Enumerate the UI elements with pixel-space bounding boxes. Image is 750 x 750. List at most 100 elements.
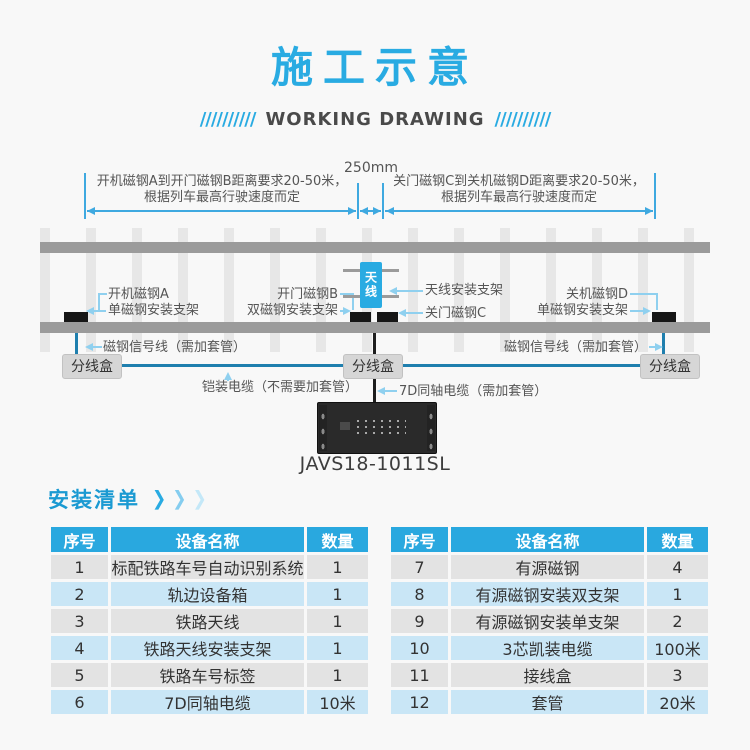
triple-chevron-icon: ❯	[192, 487, 209, 511]
signal-wire-left-label: 磁钢信号线（需加套管）	[103, 340, 247, 355]
cell-qty: 1	[307, 555, 368, 579]
page-title: 施工示意	[270, 43, 479, 92]
dimension-tick	[654, 173, 656, 219]
cell-qty: 1	[307, 663, 368, 687]
note-right-line2: 根据列车最高行驶速度而定	[440, 190, 597, 205]
dimension-label-250mm: 250mm	[344, 160, 398, 176]
cell-name: 有源磁钢安装双支架	[451, 582, 644, 606]
magnet-d-bracket-label: 单磁钢安装支架	[536, 303, 628, 318]
slash-decoration-right: //////////	[494, 109, 552, 130]
table-row: 12 套管 20米	[391, 690, 708, 714]
col-header-qty: 数量	[307, 527, 368, 552]
cell-name: 7D同轴电缆	[111, 690, 304, 714]
pointer-line	[396, 290, 423, 292]
armored-cable-label: 铠装电缆（不需要加套管）	[201, 380, 358, 395]
magnet-c-label: 关门磁钢C	[425, 306, 487, 321]
install-tables: 序号 设备名称 数量 1 标配铁路车号自动识别系统 1 2 轨边设备箱 1 3 …	[48, 524, 708, 717]
triple-chevron-icon: ❯	[152, 487, 169, 511]
pointer-line	[656, 293, 658, 310]
table-row: 8 有源磁钢安装双支架 1	[391, 582, 708, 606]
magnet-b-label: 开门磁钢B	[277, 287, 338, 302]
rail-top	[40, 242, 710, 253]
cell-qty: 3	[647, 663, 708, 687]
antenna-label: 天线	[363, 271, 378, 299]
magnet-d-label: 关机磁钢D	[565, 287, 628, 302]
dimension-line-250mm	[360, 210, 381, 212]
note-right-line1: 关门磁钢C到关机磁钢D距离要求20-50米，	[393, 174, 645, 189]
cell-name: 铁路天线	[111, 609, 304, 633]
cell-name: 标配铁路车号自动识别系统	[111, 555, 304, 579]
pointer-line	[405, 312, 423, 314]
note-left-line1: 开机磁钢A到开门磁钢B距离要求20-50米，	[96, 174, 348, 189]
antenna-bracket-label: 天线安装支架	[425, 283, 504, 298]
pointer-line	[340, 310, 345, 312]
cell-name: 有源磁钢安装单支架	[451, 609, 644, 633]
dimension-line-left	[87, 210, 356, 212]
magnet-a-label: 开机磁钢A	[108, 287, 169, 302]
page-header: 施工示意 ////////// WORKING DRAWING //////////	[0, 34, 750, 130]
signal-wire-right-label: 磁钢信号线（需加套管）	[503, 340, 647, 355]
col-header-seq: 序号	[51, 527, 108, 552]
install-table-right: 序号 设备名称 数量 7 有源磁钢 4 8 有源磁钢安装双支架 1 9 有源磁钢…	[388, 524, 711, 717]
pointer-line	[630, 293, 658, 295]
cell-qty: 20米	[647, 690, 708, 714]
page-subtitle: ////////// WORKING DRAWING //////////	[0, 109, 750, 130]
table-row: 3 铁路天线 1	[51, 609, 368, 633]
cell-name: 有源磁钢	[451, 555, 644, 579]
pointer-arrow-icon	[655, 343, 663, 351]
cell-name: 接线盒	[451, 663, 644, 687]
dimension-arrow-icon	[373, 207, 381, 215]
table-header-row: 序号 设备名称 数量	[391, 527, 708, 552]
cell-name: 套管	[451, 690, 644, 714]
table-row: 4 铁路天线安装支架 1	[51, 636, 368, 660]
cell-seq: 11	[391, 663, 448, 687]
pointer-line	[93, 310, 106, 312]
note-left-line2: 根据列车最高行驶速度而定	[143, 190, 300, 205]
cell-seq: 10	[391, 636, 448, 660]
slash-decoration-left: //////////	[199, 109, 257, 130]
subtitle-text: WORKING DRAWING	[265, 109, 485, 130]
note-right: 关门磁钢C到关机磁钢D距离要求20-50米， 根据列车最高行驶速度而定	[369, 174, 669, 206]
coax-cable-label: 7D同轴电缆（需加套管）	[399, 384, 548, 399]
table-row: 5 铁路车号标签 1	[51, 663, 368, 687]
cell-seq: 2	[51, 582, 108, 606]
cell-qty: 4	[647, 555, 708, 579]
working-drawing-diagram: 250mm 开机磁钢A到开门磁钢B距离要求20-50米， 根据列车最高行驶速度而…	[0, 155, 750, 485]
table-row: 11 接线盒 3	[391, 663, 708, 687]
cell-seq: 12	[391, 690, 448, 714]
cell-seq: 3	[51, 609, 108, 633]
junction-box-center: 分线盒	[343, 354, 403, 379]
dimension-arrow-icon	[360, 207, 368, 215]
pointer-line	[352, 293, 354, 310]
cell-name: 铁路天线安装支架	[111, 636, 304, 660]
dimension-arrow-icon	[87, 207, 95, 215]
cell-name: 铁路车号标签	[111, 663, 304, 687]
signal-wire-left-line	[75, 333, 78, 357]
pointer-line	[92, 346, 102, 348]
pointer-line	[98, 293, 100, 310]
col-header-seq: 序号	[391, 527, 448, 552]
col-header-qty: 数量	[647, 527, 708, 552]
magnet-c-block	[377, 312, 398, 322]
cell-qty: 2	[647, 609, 708, 633]
junction-box-left: 分线盒	[62, 354, 122, 379]
pointer-arrow-icon	[389, 287, 397, 295]
cell-qty: 1	[307, 636, 368, 660]
cell-qty: 1	[647, 582, 708, 606]
pointer-line	[227, 374, 229, 381]
col-header-name: 设备名称	[111, 527, 304, 552]
cell-seq: 7	[391, 555, 448, 579]
install-table-left: 序号 设备名称 数量 1 标配铁路车号自动识别系统 1 2 轨边设备箱 1 3 …	[48, 524, 371, 717]
magnet-d-block	[652, 312, 676, 322]
pointer-arrow-icon	[343, 307, 351, 315]
antenna-box: 天线	[360, 262, 382, 308]
table-row: 1 标配铁路车号自动识别系统 1	[51, 555, 368, 579]
magnet-b-bracket-label: 双磁钢安装支架	[246, 303, 338, 318]
dimension-line-right	[385, 210, 653, 212]
pointer-arrow-icon	[85, 343, 93, 351]
cell-qty: 100米	[647, 636, 708, 660]
triple-chevron-icon: ❯	[172, 487, 189, 511]
pointer-line	[340, 293, 354, 295]
cell-seq: 8	[391, 582, 448, 606]
table-row: 6 7D同轴电缆 10米	[51, 690, 368, 714]
